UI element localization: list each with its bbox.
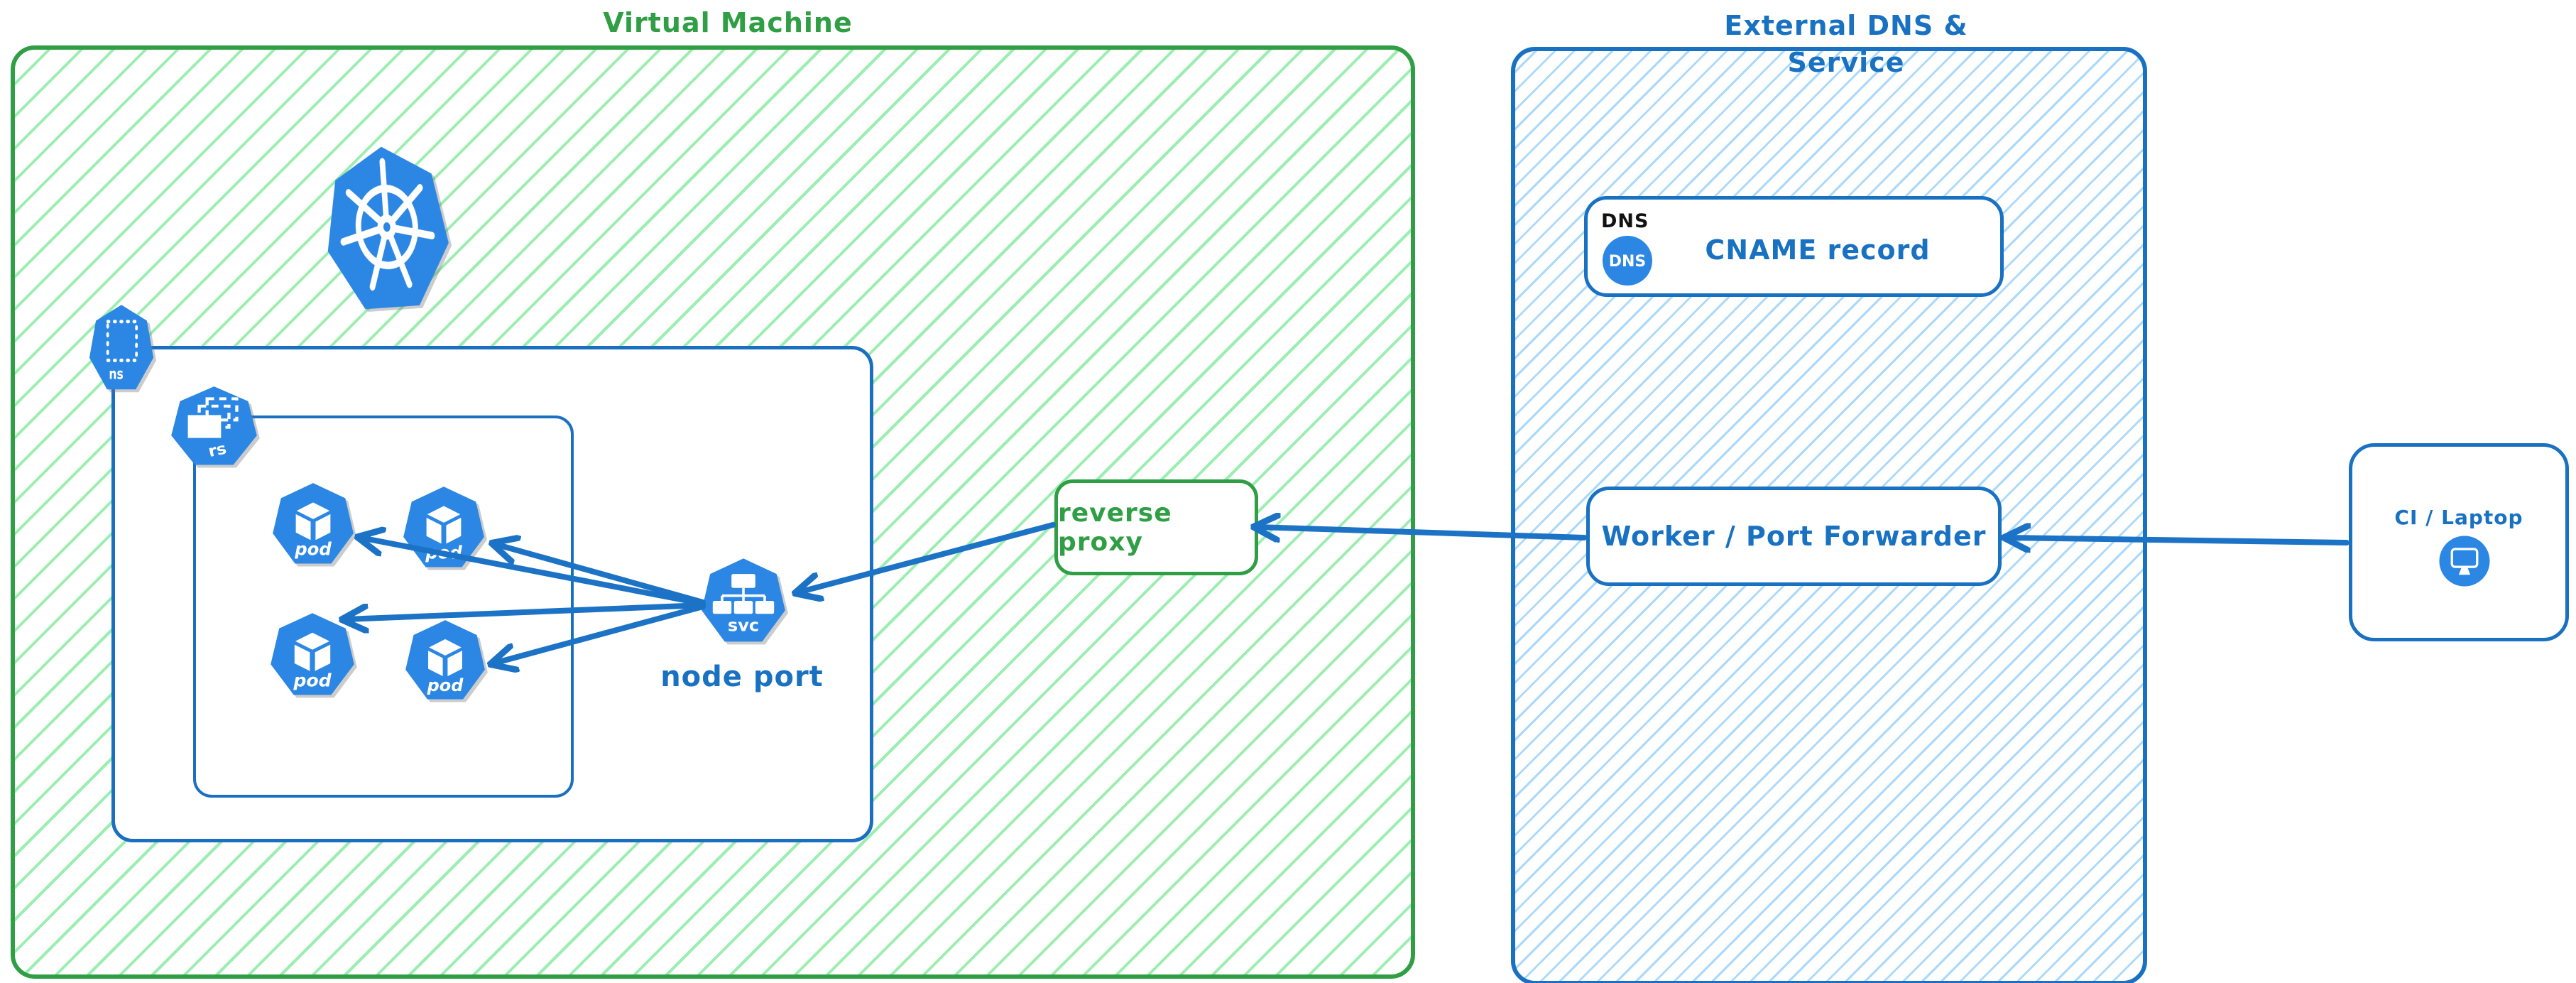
worker-card: Worker / Port Forwarder (1586, 487, 2002, 586)
external-group-title: External DNS & Service (1724, 10, 1968, 78)
namespace-icon-label: ns (109, 366, 123, 383)
laptop-icon (2439, 536, 2490, 587)
kubernetes-logo-icon (327, 146, 449, 310)
namespace-icon: ns (89, 305, 154, 390)
pod-icon: pod (271, 613, 354, 695)
pod-icon: pod (403, 487, 484, 567)
replicaset-icon-label: rs (207, 440, 228, 461)
vm-group-title: Virtual Machine (603, 7, 853, 38)
reverse-proxy-box: reverse proxy (1054, 479, 1258, 575)
dns-icon-label: DNS (1609, 253, 1647, 271)
service-icon-label: svc (728, 616, 759, 636)
dns-card-tag: DNS (1601, 210, 1649, 232)
pod-icon-label: pod (425, 542, 462, 563)
replicaset-icon: rs (171, 386, 257, 465)
pod-icon: pod (273, 483, 354, 564)
pod-icon: pod (405, 620, 485, 700)
replicaset-box (193, 416, 574, 798)
pod-icon-label: pod (294, 538, 332, 559)
pod-icon-label: pod (427, 675, 464, 695)
dns-record-card (1584, 196, 2004, 297)
pod-icon-label: pod (293, 670, 332, 690)
worker-label: Worker / Port Forwarder (1601, 521, 1987, 552)
cname-record-label: CNAME record (1705, 234, 1931, 266)
dns-icon: DNS (1603, 236, 1652, 286)
ci-laptop-label: CI / Laptop (2394, 506, 2523, 529)
node-port-caption: node port (660, 661, 824, 693)
service-icon: svc (702, 558, 785, 642)
reverse-proxy-label: reverse proxy (1058, 498, 1172, 557)
